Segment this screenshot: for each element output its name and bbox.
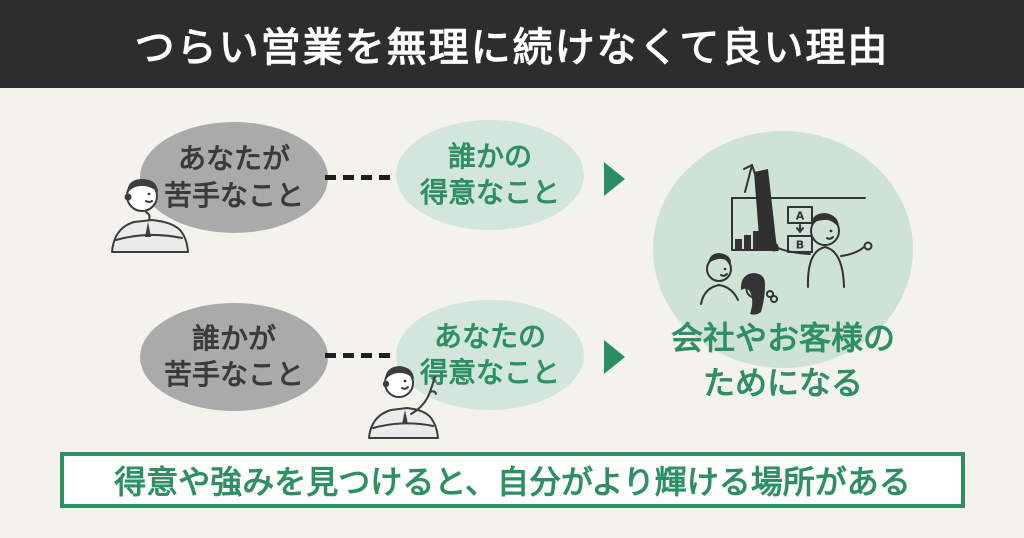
- result-caption-line2: ためになる: [702, 364, 863, 402]
- svg-text:B: B: [796, 239, 804, 252]
- bubble-your-strength: あなたの 得意なこと: [396, 300, 584, 410]
- bubble-someones-strength-line1: 誰かの: [447, 139, 532, 173]
- bubble-someones-strength-line2: 得意なこと: [419, 176, 560, 209]
- presentation-meeting-illustration: A B: [700, 164, 873, 315]
- bubble-someones-weakness: 誰かが 苦手なこと: [140, 303, 328, 411]
- bottom-banner: 得意や強みを見つけると、自分がより輝ける場所がある: [60, 452, 965, 508]
- svg-text:A: A: [796, 210, 805, 223]
- right-triangle-arrow-row2: [604, 340, 625, 374]
- thinking-businessman-icon: [111, 179, 189, 253]
- bubble-your-weakness-line2: 苦手なこと: [163, 178, 304, 212]
- bubble-your-strength-line1: あなたの: [433, 319, 546, 353]
- bubble-your-weakness: あなたが 苦手なこと: [140, 122, 328, 233]
- dashed-line-row1: [325, 175, 401, 180]
- dashed-line-row2: [325, 353, 401, 358]
- title-bar: つらい営業を無理に続けなくて良い理由: [0, 0, 1024, 88]
- bubble-someones-weakness-line2: 苦手なこと: [163, 358, 304, 391]
- page-title: つらい営業を無理に続けなくて良い理由: [134, 25, 890, 71]
- result-caption-line1: 会社やお客様の: [670, 319, 895, 357]
- result-caption: 会社やお客様の ためになる: [631, 316, 935, 406]
- bottom-banner-text: 得意や強みを見つけると、自分がより輝ける場所がある: [114, 463, 911, 501]
- pointing-businessman-icon: [368, 366, 439, 439]
- bubble-your-weakness-line1: あなたが: [177, 142, 290, 176]
- bubble-your-strength-line2: 得意なこと: [419, 356, 560, 389]
- bubble-someones-strength: 誰かの 得意なこと: [396, 120, 584, 230]
- bubble-someones-weakness-line1: 誰かが: [191, 321, 276, 355]
- right-triangle-arrow-row1: [604, 162, 625, 196]
